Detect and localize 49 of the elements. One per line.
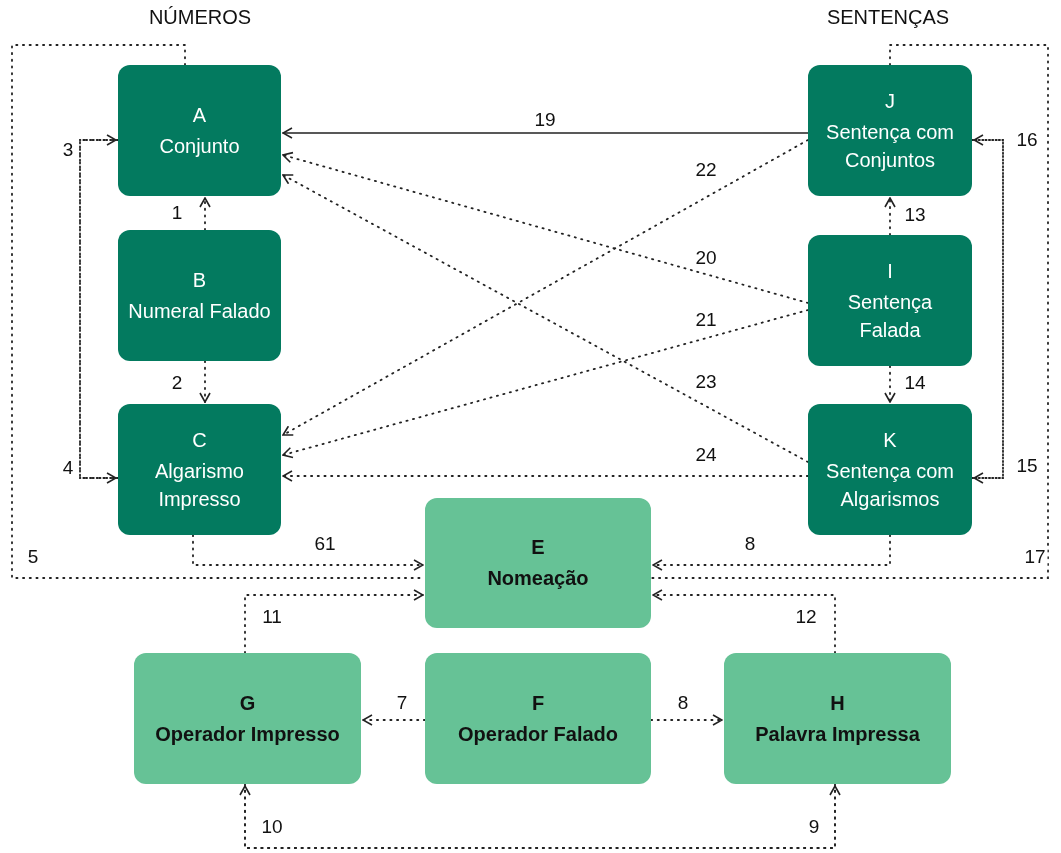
dotted-arrow	[282, 139, 809, 436]
box-title: Algarismo Impresso	[154, 458, 245, 512]
box-title: Operador Falado	[458, 721, 618, 747]
arrow	[282, 127, 809, 139]
dotted-arrow	[192, 534, 424, 571]
box-letter: K	[883, 427, 897, 453]
box-letter: H	[830, 690, 845, 716]
box-title: Operador Impresso	[155, 721, 340, 747]
box-title: Conjunto	[159, 133, 240, 159]
dotted-arrow	[652, 534, 891, 571]
box-title: Sentença com Algarismos	[825, 458, 955, 512]
dotted-arrow	[244, 589, 424, 654]
group-heading: NÚMEROS	[148, 6, 252, 29]
box-letter: B	[192, 267, 207, 293]
box-letter: I	[887, 258, 893, 284]
box-letter: A	[192, 102, 207, 128]
dotted-arrow	[652, 589, 836, 654]
box-letter: J	[885, 88, 895, 114]
dotted-arrow	[199, 360, 211, 403]
dotted-arrow	[650, 714, 723, 726]
dotted-arrow	[282, 174, 809, 463]
box-title: Sentença com Conjuntos	[825, 119, 955, 173]
process-box	[724, 653, 951, 784]
box-title: Nomeação	[487, 566, 589, 591]
group-heading: SENTENÇAS	[826, 6, 950, 29]
dotted-arrow	[884, 365, 896, 403]
dotted-arrow	[282, 309, 809, 459]
box-letter: G	[239, 690, 256, 716]
process-box	[118, 230, 281, 361]
box-letter: C	[192, 427, 207, 453]
process-box	[425, 498, 651, 628]
box-letter: E	[531, 535, 545, 560]
dotted-arrow	[884, 197, 896, 236]
process-box	[118, 65, 281, 196]
process-box	[808, 404, 972, 535]
edge-label: 17	[1022, 547, 1048, 567]
process-box	[118, 404, 281, 535]
box-title: Numeral Falado	[128, 298, 271, 324]
process-box	[808, 235, 972, 366]
process-box	[425, 653, 651, 784]
process-box	[134, 653, 361, 784]
dotted-arrow	[282, 470, 809, 482]
process-box	[808, 65, 972, 196]
box-title: Sentença Falada	[846, 289, 934, 343]
box-title: Palavra Impressa	[755, 721, 920, 747]
dotted-arrow	[362, 714, 426, 726]
dotted-arrow	[199, 197, 211, 231]
box-letter: F	[531, 690, 545, 716]
dotted-arrow	[282, 151, 809, 304]
